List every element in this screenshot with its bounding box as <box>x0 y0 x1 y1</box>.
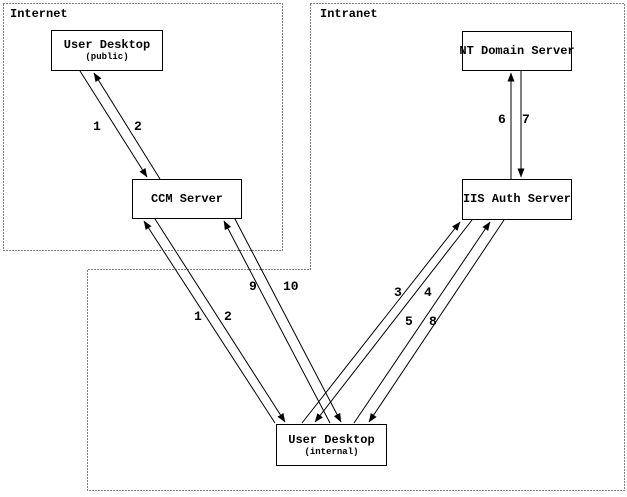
arrow-2-ccm-to-desktop-internal <box>154 218 286 423</box>
node-ccm-server: CCM Server <box>132 179 242 219</box>
edge-label-6: 6 <box>498 112 506 127</box>
arrow-1-desktop-internal-to-ccm <box>143 220 276 424</box>
arrow-1-desktop-public-to-ccm <box>79 70 148 178</box>
edge-label-7: 7 <box>522 112 530 127</box>
arrow-8-iis-to-desktop-internal <box>368 219 505 423</box>
edge-label-8: 8 <box>429 314 437 329</box>
edge-label-1-internal: 1 <box>194 309 202 324</box>
node-user-desktop-public: User Desktop (public) <box>51 30 163 71</box>
edge-label-3: 3 <box>394 285 402 300</box>
node-subtitle: (internal) <box>304 446 359 457</box>
node-title: IIS Auth Server <box>462 192 572 206</box>
arrow-2-ccm-to-desktop-public <box>93 72 161 180</box>
node-user-desktop-internal: User Desktop (internal) <box>276 424 387 466</box>
intranet-zone-border <box>87 3 625 491</box>
arrow-3-desktop-internal-to-iis <box>301 221 461 424</box>
node-title: User Desktop <box>63 38 151 52</box>
internet-zone-label: Internet <box>10 7 68 21</box>
node-title: NT Domain Server <box>459 43 575 58</box>
internet-zone-border <box>3 3 283 251</box>
node-title: CCM Server <box>150 191 223 206</box>
arrow-5-desktop-internal-to-iis <box>353 221 491 424</box>
node-title: User Desktop <box>288 432 375 447</box>
edge-label-1-public: 1 <box>93 119 101 134</box>
node-subtitle: (public) <box>85 52 129 62</box>
arrow-10-ccm-to-desktop-internal <box>234 218 342 423</box>
intranet-zone-label: Intranet <box>320 7 378 21</box>
arrow-9-desktop-internal-to-ccm <box>223 220 331 424</box>
edge-label-5: 5 <box>405 314 413 329</box>
edge-label-4: 4 <box>424 285 432 300</box>
edge-label-9: 9 <box>249 279 257 294</box>
edge-label-2-internal: 2 <box>224 309 232 324</box>
edge-label-2-public: 2 <box>134 119 142 134</box>
node-iis-auth-server: IIS Auth Server <box>462 179 572 220</box>
edge-label-10: 10 <box>283 279 299 294</box>
arrow-4-iis-to-desktop-internal <box>314 219 473 423</box>
node-nt-domain-server: NT Domain Server <box>459 31 575 71</box>
